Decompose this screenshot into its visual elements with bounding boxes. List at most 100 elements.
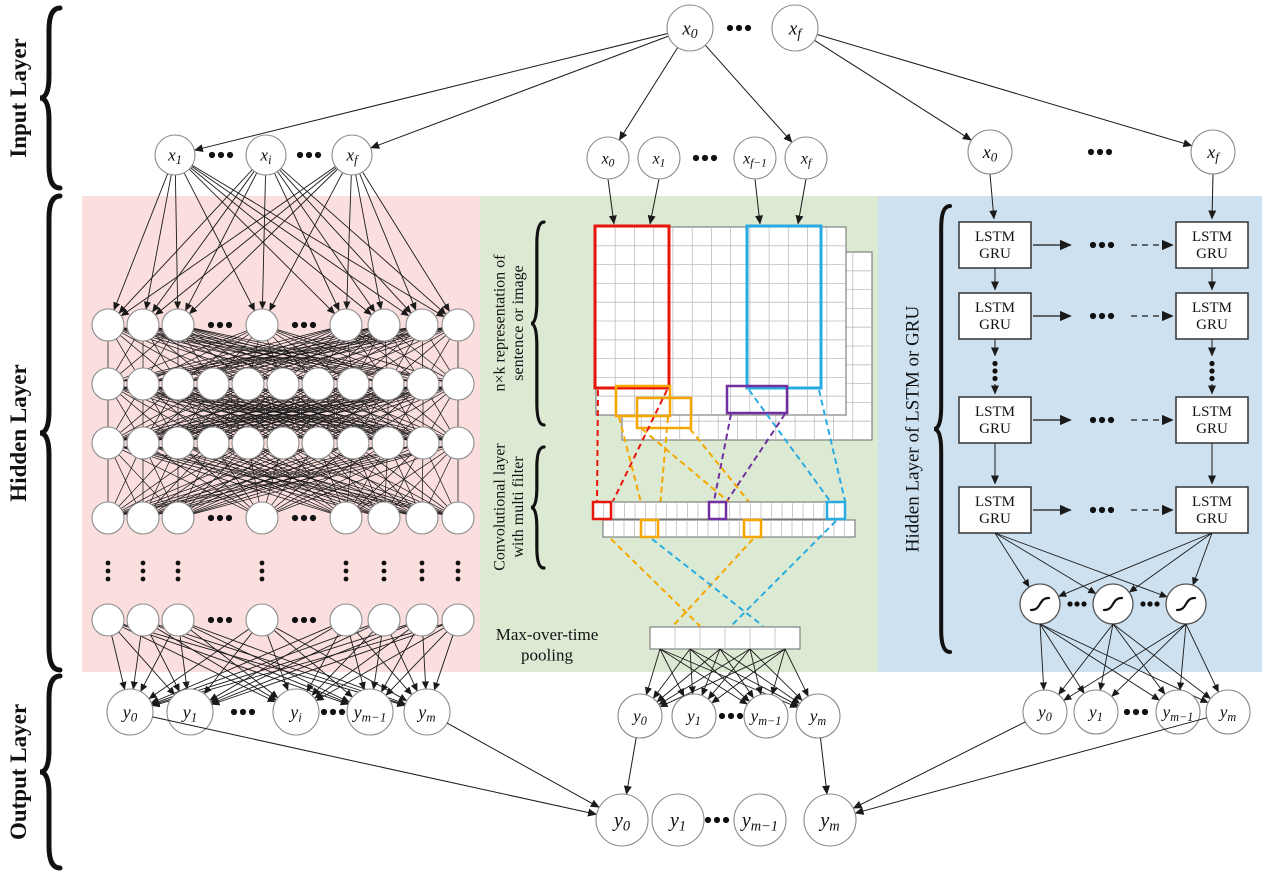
ellipsis-dots <box>455 568 461 574</box>
ellipsis-dots <box>225 616 233 624</box>
connector-line <box>730 520 837 627</box>
tspan-shape: Input Layer <box>6 38 31 158</box>
connector-line <box>854 717 1207 815</box>
output-layer-brace <box>39 673 63 871</box>
connector-line <box>1063 623 1187 701</box>
connector-line <box>994 532 1097 595</box>
ellipsis-dots <box>343 568 349 574</box>
final-output-node <box>803 793 857 847</box>
tspan-shape: x <box>346 146 355 165</box>
tspan-shape: 1 <box>679 819 686 835</box>
tspan-shape: m−1 <box>1170 710 1193 724</box>
connector-line <box>210 625 408 705</box>
connector-line <box>390 634 418 692</box>
connector-line <box>267 339 278 370</box>
tspan-shape: x <box>788 18 798 39</box>
connector-line <box>719 648 754 699</box>
mlp-hidden-node <box>441 603 475 637</box>
connector-line <box>366 391 445 436</box>
ellipsis-dots <box>140 568 146 574</box>
ellipsis-dots <box>1107 416 1115 424</box>
connector-line <box>156 627 277 701</box>
connector-line <box>228 387 443 440</box>
mlp-hidden-node <box>266 426 300 460</box>
tspan-shape: y <box>416 702 426 722</box>
tspan-shape: y <box>121 702 131 722</box>
tspan-shape: x <box>681 18 691 39</box>
connector-line <box>121 391 200 436</box>
connector-line <box>324 339 340 370</box>
top-input-node-label: xf <box>788 18 803 41</box>
connector-line <box>143 174 172 310</box>
tspan-shape: LSTM <box>1192 300 1232 316</box>
lstm-gru-cell <box>958 396 1032 444</box>
rnn-output-node <box>1073 689 1119 735</box>
ellipsis-dots <box>419 568 425 574</box>
connector-line <box>994 532 1168 598</box>
mlp-hidden-node <box>266 367 300 401</box>
connector-line <box>818 389 846 502</box>
connector-line <box>719 648 801 704</box>
mlp-hidden-node <box>245 308 279 342</box>
connector-line <box>189 335 237 374</box>
ellipsis-dots <box>207 321 215 329</box>
connector-line <box>358 457 379 504</box>
ellipsis-dots <box>259 568 265 574</box>
connector-line <box>429 457 452 504</box>
mlp-output-node <box>166 688 214 736</box>
connector-line <box>596 389 599 502</box>
rnn-input-node <box>967 129 1013 175</box>
ellipsis-dots <box>309 616 317 624</box>
cnn-output-node <box>617 693 663 739</box>
connector-line <box>156 451 249 510</box>
ellipsis-dots <box>1098 312 1106 320</box>
connector-line <box>193 327 443 382</box>
mlp-hidden-node <box>441 501 475 535</box>
connector-line <box>148 628 250 700</box>
connector-line <box>111 635 127 691</box>
tspan-shape: m <box>829 819 839 835</box>
tspan-shape: m <box>426 710 435 725</box>
connector-line <box>123 327 369 382</box>
connector-line <box>123 387 338 440</box>
ellipsis-dots <box>1098 241 1106 249</box>
connector-line <box>158 447 369 514</box>
mlp-hidden-node <box>441 308 475 342</box>
connector-line <box>152 716 598 817</box>
tspan-shape: GRU <box>979 421 1011 437</box>
tspan-shape: x <box>260 146 269 165</box>
ellipsis-dots <box>419 560 425 566</box>
connector-line <box>1112 623 1211 699</box>
connector-line <box>399 335 447 374</box>
connector-line <box>267 634 289 691</box>
tspan-shape: y <box>749 707 759 726</box>
tspan-shape: LSTM <box>975 494 1015 510</box>
mlp-hidden-node <box>161 426 195 460</box>
cnn-output-node-label: ym <box>808 707 827 728</box>
connector-line <box>398 454 448 507</box>
mlp-hidden-node <box>126 308 160 342</box>
connector-line <box>188 168 336 315</box>
connector-line <box>784 648 809 697</box>
final-output-node-label: ym−1 <box>740 810 778 835</box>
mlp-hidden-node <box>231 426 265 460</box>
ellipsis-dots <box>1089 416 1097 424</box>
mlp-hidden-node <box>336 426 370 460</box>
connector-line <box>656 648 721 703</box>
ellipsis-dots <box>992 360 998 367</box>
ellipsis-dots <box>381 576 387 582</box>
tspan-shape: x <box>601 150 609 167</box>
connector-line <box>359 451 445 510</box>
mlp-hidden-node <box>367 603 401 637</box>
ellipsis-dots <box>727 712 735 720</box>
top-input-node <box>771 4 819 52</box>
tspan-shape: 0 <box>1046 710 1052 724</box>
ellipsis-dots <box>992 368 998 374</box>
ellipsis-dots <box>1087 148 1095 156</box>
connector-line <box>749 648 803 701</box>
